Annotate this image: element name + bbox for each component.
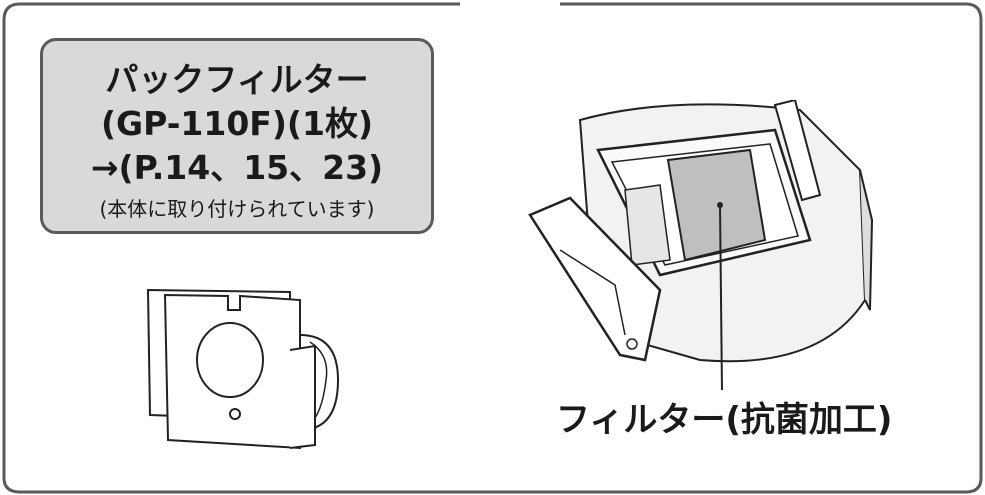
vacuum-cleaner-illustration	[528, 100, 874, 390]
label-line-note: (本体に取り付けられています)	[99, 197, 375, 221]
label-line-name: パックフィルター	[105, 60, 369, 99]
package-filter-label-box: パックフィルター (GP-110F)(1枚) →(P.14、15、23) (本体…	[40, 38, 434, 234]
label-line-pages: →(P.14、15、23)	[90, 148, 384, 187]
filter-callout-label: フィルター(抗菌加工)	[556, 400, 893, 440]
label-line-model: (GP-110F)(1枚)	[100, 104, 374, 143]
package-filter-illustration	[146, 288, 340, 450]
